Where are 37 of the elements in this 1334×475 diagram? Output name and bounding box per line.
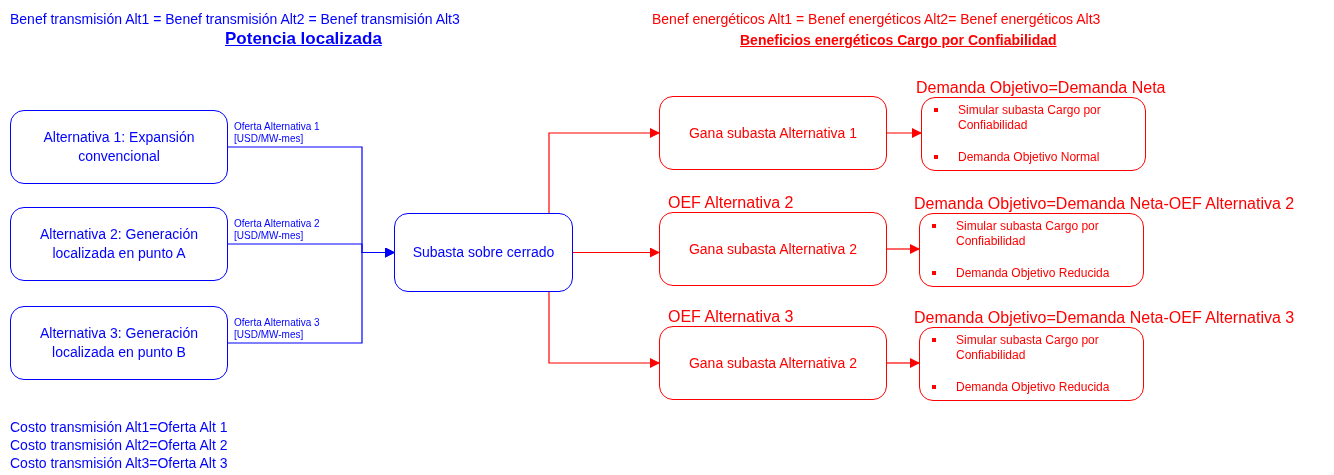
bullet-text: Demanda Objetivo Reducida xyxy=(956,380,1110,395)
note-text: Costo transmisión Alt3=Oferta Alt 3 xyxy=(10,454,228,472)
note-text: Costo transmisión Alt1=Oferta Alt 1 xyxy=(10,418,228,436)
bullet-text: Simular subasta Cargo por Confiabilidad xyxy=(958,103,1102,133)
box-text: Alternativa 1: Expansión convencional xyxy=(42,128,196,166)
box-text: Alternativa 3: Generación localizada en punto B xyxy=(39,324,199,362)
box-heading: Demanda Objetivo=Demanda Neta-OEF Alternativa 3 xyxy=(914,309,1295,327)
connector-arrow xyxy=(227,247,395,344)
box-text: Alternativa 2: Generación localizada en punto A xyxy=(39,225,199,263)
bullet-text: Simular subasta Cargo por Confiabilidad xyxy=(956,219,1100,249)
process-box xyxy=(10,207,228,281)
note-text: Costo transmisión Alt2=Oferta Alt 2 xyxy=(10,436,228,454)
process-box xyxy=(10,110,228,184)
process-box xyxy=(659,96,887,170)
box-heading: OEF Alternativa 3 xyxy=(668,308,794,326)
connector-arrow xyxy=(572,247,660,258)
box-heading: Demanda Objetivo=Demanda Neta-OEF Alternativa 2 xyxy=(914,195,1295,213)
bullet-text: Demanda Objetivo Reducida xyxy=(956,266,1110,281)
box-heading: OEF Alternativa 2 xyxy=(668,194,794,212)
box-text: Gana subasta Alternativa 1 xyxy=(688,123,858,143)
box-text: Gana subasta Alternativa 2 xyxy=(688,239,858,259)
connector-arrow xyxy=(886,244,920,254)
connector-arrow xyxy=(886,128,922,138)
note-text: Benef energéticos Alt1 = Benef energéticos Alt2= Benef energéticos Alt3 xyxy=(652,10,1101,28)
box-text: Gana subasta Alternativa 2 xyxy=(688,353,858,373)
bullet-text: Demanda Objetivo Normal xyxy=(958,150,1100,165)
connector-arrow xyxy=(548,291,660,368)
bullet-text: Simular subasta Cargo por Confiabilidad xyxy=(956,333,1100,363)
section-title: Potencia localizada xyxy=(225,30,382,48)
note-text: Benef transmisión Alt1 = Benef transmisión Alt2 = Benef transmisión Alt3 xyxy=(10,10,460,28)
connector-arrow xyxy=(886,358,920,368)
process-box xyxy=(394,213,573,292)
connector-arrow xyxy=(548,128,660,214)
box-text: Subasta sobre cerrado xyxy=(412,243,555,262)
box-heading: Demanda Objetivo=Demanda Neta xyxy=(916,79,1166,97)
process-box xyxy=(10,306,228,380)
section-title: Beneficios energéticos Cargo por Confiabilidad xyxy=(740,31,1057,49)
